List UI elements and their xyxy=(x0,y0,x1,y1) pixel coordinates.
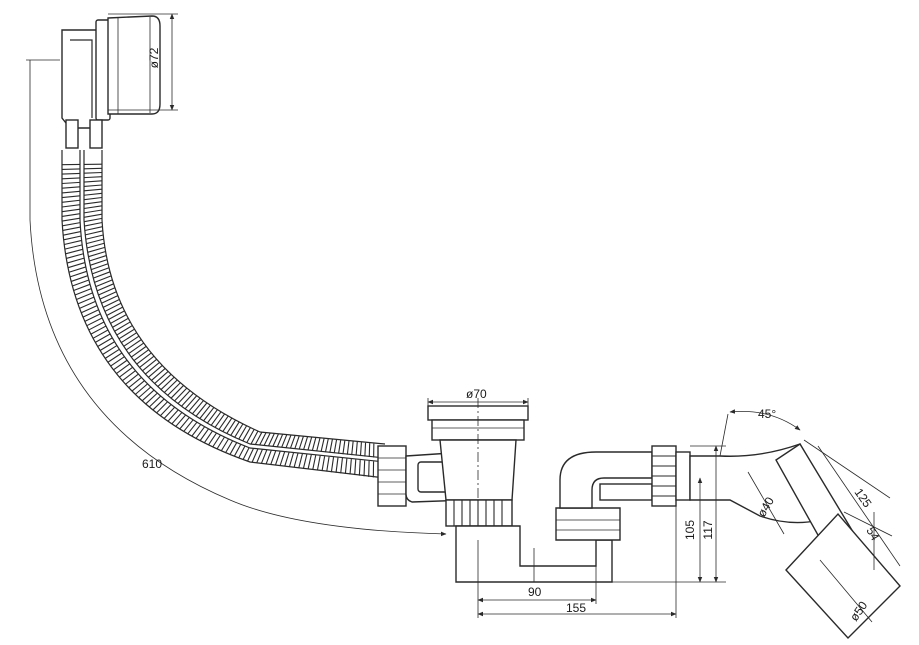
outlet-nut xyxy=(651,445,691,507)
dim-width-155: 155 xyxy=(566,601,586,615)
dim-hose-length: 610 xyxy=(142,457,162,471)
dim-height-117: 117 xyxy=(701,520,715,539)
dim-waste-diameter: ø70 xyxy=(466,387,487,401)
dim-height-105: 105 xyxy=(683,520,697,540)
dim-elbow-length: 125 xyxy=(852,486,875,511)
overflow-head xyxy=(61,15,161,149)
corrugated-hose-inner xyxy=(83,150,386,459)
waste-body xyxy=(427,398,529,530)
dim-overflow-diameter: ø72 xyxy=(147,47,161,68)
dim-outlet-length: 54 xyxy=(863,525,882,544)
elbow-pipe xyxy=(689,443,901,640)
hose-corrugation xyxy=(61,163,375,478)
dim-width-90: 90 xyxy=(528,585,542,599)
dimension-lines xyxy=(26,13,901,623)
dim-elbow-angle: 45° xyxy=(758,407,776,421)
